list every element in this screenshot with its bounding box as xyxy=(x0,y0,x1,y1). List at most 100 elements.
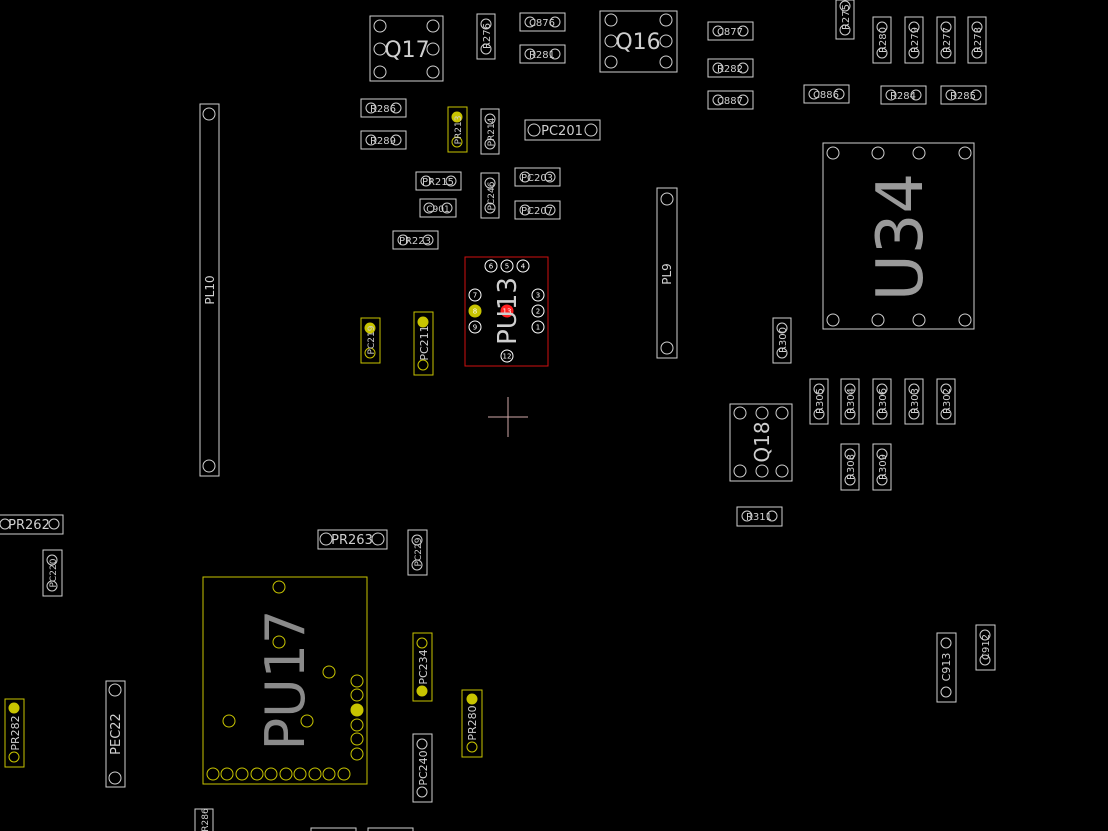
component-q17[interactable]: Q17 xyxy=(369,15,444,82)
pl9-label: PL9 xyxy=(660,263,674,285)
pu13-pin-7: 7 xyxy=(473,292,477,300)
component-c913[interactable]: C913 xyxy=(936,632,957,703)
component-c886[interactable]: C886 xyxy=(803,84,850,104)
component-r286-b[interactable]: R286 xyxy=(194,808,214,831)
pu13-pin-12: 12 xyxy=(503,353,512,361)
r275-label: R275 xyxy=(841,4,852,30)
pl10-label: PL10 xyxy=(203,275,217,304)
component-pc201[interactable]: PC201 xyxy=(524,119,601,141)
component-pc229[interactable]: PC229 xyxy=(407,529,428,576)
r286-bottom-label: R286 xyxy=(201,808,211,831)
component-r285[interactable]: R285 xyxy=(940,85,987,105)
component-r304[interactable]: R304 xyxy=(840,378,860,425)
r311-label: R311 xyxy=(746,512,772,523)
component-r281[interactable]: R281 xyxy=(519,44,566,64)
component-pc211[interactable]: PC211 xyxy=(413,311,434,376)
pu13-label: PU13 xyxy=(493,277,523,345)
pc219-label: PC219 xyxy=(367,325,377,354)
component-partial-bottom-2[interactable] xyxy=(367,827,414,831)
pc201-label: PC201 xyxy=(541,124,583,139)
component-pr223[interactable]: PR223 xyxy=(392,230,439,250)
component-pc207[interactable]: PC207 xyxy=(514,200,561,220)
r276-label: R276 xyxy=(482,23,493,49)
pu13-pin-8: 8 xyxy=(473,308,477,316)
component-pl10[interactable]: PL10 xyxy=(199,103,220,477)
r279-label: R279 xyxy=(910,27,921,53)
component-pc203[interactable]: PC203 xyxy=(514,167,561,187)
component-pu13[interactable]: 6 5 4 7 8 9 3 2 1 13 12 PU13 xyxy=(464,256,549,367)
component-pc234[interactable]: PC234 xyxy=(412,632,433,702)
component-r282[interactable]: R282 xyxy=(707,58,754,78)
pu13-pin-2: 2 xyxy=(536,308,540,316)
component-partial-bottom-1[interactable] xyxy=(310,827,357,831)
component-c876[interactable]: C876 xyxy=(519,12,566,32)
component-r305[interactable]: R305 xyxy=(809,378,829,425)
c877-label: C877 xyxy=(717,27,743,38)
component-pc240[interactable]: PC240 xyxy=(412,733,433,803)
component-c887[interactable]: C887 xyxy=(707,90,754,110)
component-pl9[interactable]: PL9 xyxy=(656,187,678,359)
component-r279[interactable]: R279 xyxy=(904,16,924,64)
component-pr280[interactable]: PR280 xyxy=(461,689,483,758)
q17-label: Q17 xyxy=(384,38,429,63)
pr215-label: PR215 xyxy=(422,177,454,188)
r308-label: R308 xyxy=(846,454,857,480)
component-r284[interactable]: R284 xyxy=(880,85,927,105)
r284-label: R284 xyxy=(890,91,916,102)
component-pc220[interactable]: PC220 xyxy=(42,549,63,597)
component-c901[interactable]: C901 xyxy=(419,198,457,218)
component-pc219[interactable]: PC219 xyxy=(360,317,381,364)
component-pu17[interactable]: PU17 xyxy=(202,576,368,785)
component-c912[interactable]: C912 xyxy=(975,624,996,671)
c876-label: C876 xyxy=(529,18,555,29)
q16-label: Q16 xyxy=(615,30,660,55)
pec22-label: PEC22 xyxy=(109,713,124,755)
component-pec22[interactable]: PEC22 xyxy=(105,680,126,788)
component-pr263[interactable]: PR263 xyxy=(317,529,388,550)
component-q16[interactable]: Q16 xyxy=(599,10,678,73)
component-pr214[interactable]: PR214 xyxy=(480,108,500,155)
component-pr282[interactable]: PR282 xyxy=(4,698,25,768)
pc229-label: PC229 xyxy=(414,537,424,566)
r309-label: R309 xyxy=(878,454,889,480)
pu13-pin-13: 13 xyxy=(503,308,512,316)
component-c877[interactable]: C877 xyxy=(707,21,754,41)
component-r309[interactable]: R309 xyxy=(872,443,892,491)
r302-label: R302 xyxy=(942,388,953,414)
u34-label: U34 xyxy=(864,173,938,301)
component-r302[interactable]: R302 xyxy=(936,378,956,425)
component-r289[interactable]: R289 xyxy=(360,130,407,150)
pu13-pin-3: 3 xyxy=(536,292,540,300)
c887-label: C887 xyxy=(717,96,743,107)
pu13-pin-1: 1 xyxy=(536,324,540,332)
component-q18[interactable]: Q18 xyxy=(729,403,793,482)
component-r286-a[interactable]: R286 xyxy=(360,98,407,118)
pr214-label: PR214 xyxy=(487,117,497,146)
r303-label: R303 xyxy=(910,388,921,414)
component-pr215[interactable]: PR215 xyxy=(415,171,462,191)
pu13-pin-6: 6 xyxy=(489,263,494,271)
component-u34[interactable]: U34 xyxy=(822,142,975,330)
component-pr213[interactable]: PR213 xyxy=(447,106,468,153)
component-r280[interactable]: R280 xyxy=(872,16,892,64)
component-r277[interactable]: R277 xyxy=(936,16,956,64)
component-r278[interactable]: R278 xyxy=(967,16,987,64)
r304-label: R304 xyxy=(846,388,857,414)
component-r303[interactable]: R303 xyxy=(904,378,924,425)
pu13-pin-5: 5 xyxy=(505,263,509,271)
component-r311[interactable]: R311 xyxy=(736,506,783,527)
pr223-label: PR223 xyxy=(399,236,431,247)
component-r306[interactable]: R306 xyxy=(872,378,892,425)
pu13-pin-9: 9 xyxy=(473,324,477,332)
pr282-label: PR282 xyxy=(9,715,22,750)
pu13-pin-4: 4 xyxy=(521,263,526,271)
component-r276[interactable]: R276 xyxy=(476,13,496,60)
r289-label: R289 xyxy=(370,136,396,147)
component-r308[interactable]: R308 xyxy=(840,443,860,491)
component-pr262[interactable]: PR262 xyxy=(0,514,64,535)
component-r275[interactable]: R275 xyxy=(835,0,855,40)
component-pc246[interactable]: PC246 xyxy=(480,172,500,219)
q18-label: Q18 xyxy=(750,421,774,462)
component-r300[interactable]: R300 xyxy=(772,317,792,364)
